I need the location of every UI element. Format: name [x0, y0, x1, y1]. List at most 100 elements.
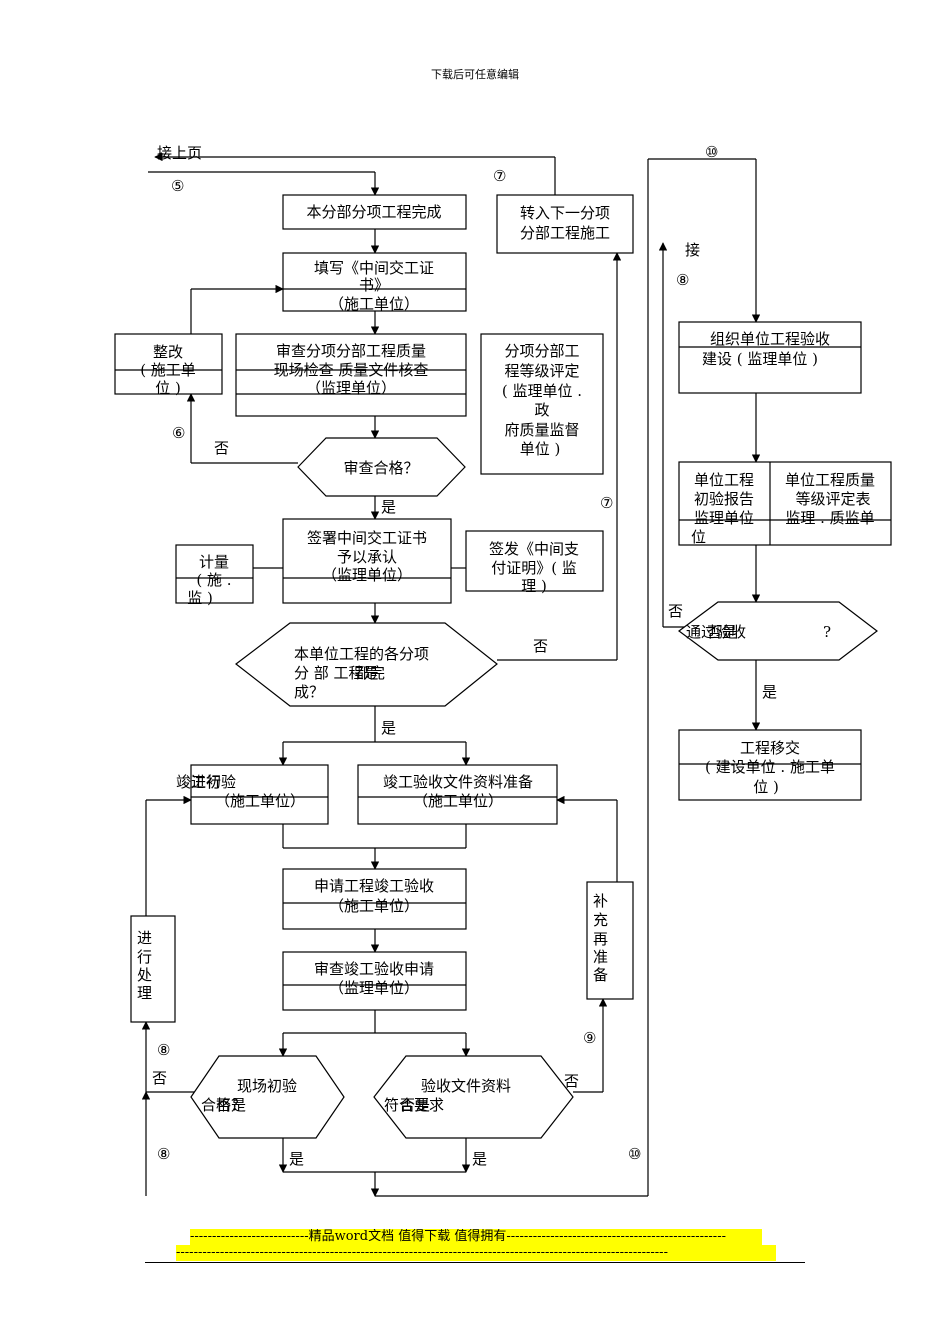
- handle-box: [130, 915, 176, 1023]
- grade-eval-line-3: ( 监理单位 .: [502, 382, 582, 400]
- site-ok-line-1: 现场初验: [237, 1077, 297, 1095]
- prelim-check-line-2: （施工单位）: [215, 792, 305, 810]
- docs-ok-diamond: [373, 1055, 574, 1139]
- quality-table-line-3: 监理 . 质监单: [785, 509, 874, 527]
- prelim-report-line-3: 监理单位: [694, 509, 754, 527]
- pass-accept-diamond: [677, 601, 878, 661]
- connectors: [141, 152, 761, 1197]
- footer-line-1: ---------------------------精品word文档 值得下载…: [190, 1229, 762, 1245]
- all-done-yes-label: 是: [381, 719, 396, 737]
- measure-line-1: 计量: [199, 553, 229, 571]
- docs-no-label: 否: [564, 1072, 579, 1090]
- supplement-box: [586, 881, 634, 1000]
- pay-cert-box: [465, 530, 604, 592]
- circled-8-left-a: ⑧: [157, 1041, 170, 1059]
- quality-table-line-2: 等级评定表: [795, 490, 870, 508]
- complete-text: 本分部分项工程完成: [306, 203, 441, 221]
- review-quality-line-3: （监理单位）: [306, 379, 396, 397]
- docs-ok-overlap: 否是: [400, 1096, 430, 1114]
- handle-char-1: 进: [137, 929, 152, 947]
- review-quality-box: [235, 333, 467, 417]
- apply-accept-line-2: （施工单位）: [329, 897, 419, 915]
- transfer-line-2: 分部工程施工: [520, 224, 610, 242]
- fill-cert-line-2: 书》: [359, 276, 389, 294]
- from-prev-page-label: 接上页: [157, 144, 202, 162]
- circled-10-top: ⑩: [705, 143, 718, 161]
- handover-line-2: ( 建设单位 . 施工单: [705, 758, 835, 776]
- grade-eval-line-5: 府质量监督: [504, 421, 579, 439]
- circled-9: ⑨: [583, 1029, 596, 1047]
- review-apply-box: [282, 951, 467, 1011]
- prelim-report-line-4: 位: [691, 528, 706, 546]
- pass-accept-line-1: 通过验收: [686, 623, 746, 641]
- supplement-char-3: 再: [593, 930, 608, 948]
- measure-box: [175, 544, 254, 604]
- complete-box: [282, 194, 467, 230]
- circled-6: ⑥: [172, 424, 185, 442]
- pass-accept-line-2: ?: [823, 623, 831, 641]
- apply-accept-line-1: 申请工程竣工验收: [314, 877, 434, 895]
- prelim-check-box: [190, 764, 329, 825]
- docs-prep-box: [357, 764, 558, 825]
- all-done-line-2: 分 部 工程是: [294, 664, 379, 682]
- footer: ---------------------------精品word文档 值得下载…: [176, 1229, 776, 1261]
- rectify-box: [114, 333, 223, 395]
- all-done-no-label: 否: [533, 637, 548, 655]
- site-ok-diamond: [190, 1055, 345, 1139]
- review-ok-text: 审查合格？: [343, 459, 418, 477]
- docs-ok-line-1: 验收文件资料: [421, 1077, 511, 1095]
- sign-cert-box: [282, 518, 452, 604]
- supplement-char-1: 补: [593, 892, 608, 910]
- all-done-line-3: 成？: [294, 683, 324, 701]
- handle-char-2: 行: [137, 948, 152, 966]
- site-ok-line-2: 合格？: [201, 1096, 246, 1114]
- sign-cert-line-3: （监理单位）: [322, 566, 412, 584]
- measure-line-3: 监 ): [187, 589, 213, 607]
- grade-eval-box: [480, 333, 604, 475]
- all-done-diamond: [235, 622, 498, 707]
- docs-prep-line-1: 竣工验收文件资料准备: [383, 773, 533, 791]
- rectify-line-3: 位 ): [155, 379, 181, 397]
- footer-rule: [145, 1262, 805, 1263]
- handover-box: [678, 729, 862, 801]
- docs-prep-line-2: （施工单位）: [413, 792, 503, 810]
- grade-eval-line-4: 政: [534, 401, 549, 419]
- transfer-box: [496, 194, 634, 254]
- site-no-label: 否: [152, 1069, 167, 1087]
- footer-line-2: ----------------------------------------…: [176, 1245, 776, 1261]
- review-no-label: 否: [214, 439, 229, 457]
- pass-no-label: 否: [668, 602, 683, 620]
- prelim-report-line-1: 单位工程: [694, 471, 754, 489]
- grade-eval-line-6: 单位 ): [520, 440, 561, 458]
- pass-accept-overlap: 否是: [707, 623, 737, 641]
- pay-cert-line-3: 理 ): [521, 577, 547, 595]
- review-yes-label: 是: [381, 498, 396, 516]
- handle-char-3: 处: [137, 966, 152, 984]
- pay-cert-line-1: 签发《中间支: [489, 540, 579, 558]
- handle-char-4: 理: [137, 984, 152, 1002]
- org-accept-line-2: 建设 ( 监理单位 ): [702, 350, 818, 368]
- circled-8-left-b: ⑧: [157, 1145, 170, 1163]
- docs-yes-label: 是: [472, 1150, 487, 1168]
- sign-cert-line-1: 签署中间交工证书: [307, 529, 427, 547]
- fill-cert-line-1: 填写《中间交工证: [314, 259, 434, 277]
- pass-yes-label: 是: [762, 683, 777, 701]
- site-yes-label: 是: [289, 1150, 304, 1168]
- circled-7-mid: ⑦: [600, 494, 613, 512]
- circled-10-bottom: ⑩: [628, 1145, 641, 1163]
- fill-cert-box: [282, 252, 467, 312]
- review-quality-line-1: 审查分项分部工程质量: [276, 342, 426, 360]
- grade-eval-line-2: 程等级评定: [504, 362, 579, 380]
- grade-eval-line-1: 分项分部工: [504, 342, 579, 360]
- supplement-char-4: 准: [593, 948, 608, 966]
- site-ok-overlap: 否是: [216, 1096, 246, 1114]
- circled-7-top: ⑦: [493, 167, 506, 185]
- page-header: 下载后可任意编辑: [431, 68, 519, 81]
- circled-8-right: ⑧: [676, 271, 689, 289]
- org-accept-box: [678, 321, 862, 394]
- all-done-line-1: 本单位工程的各分项: [294, 645, 429, 663]
- transfer-line-1: 转入下一分项: [520, 204, 610, 222]
- review-apply-line-2: （监理单位）: [329, 979, 419, 997]
- prelim-check-line-1: 竣工初验: [176, 773, 236, 791]
